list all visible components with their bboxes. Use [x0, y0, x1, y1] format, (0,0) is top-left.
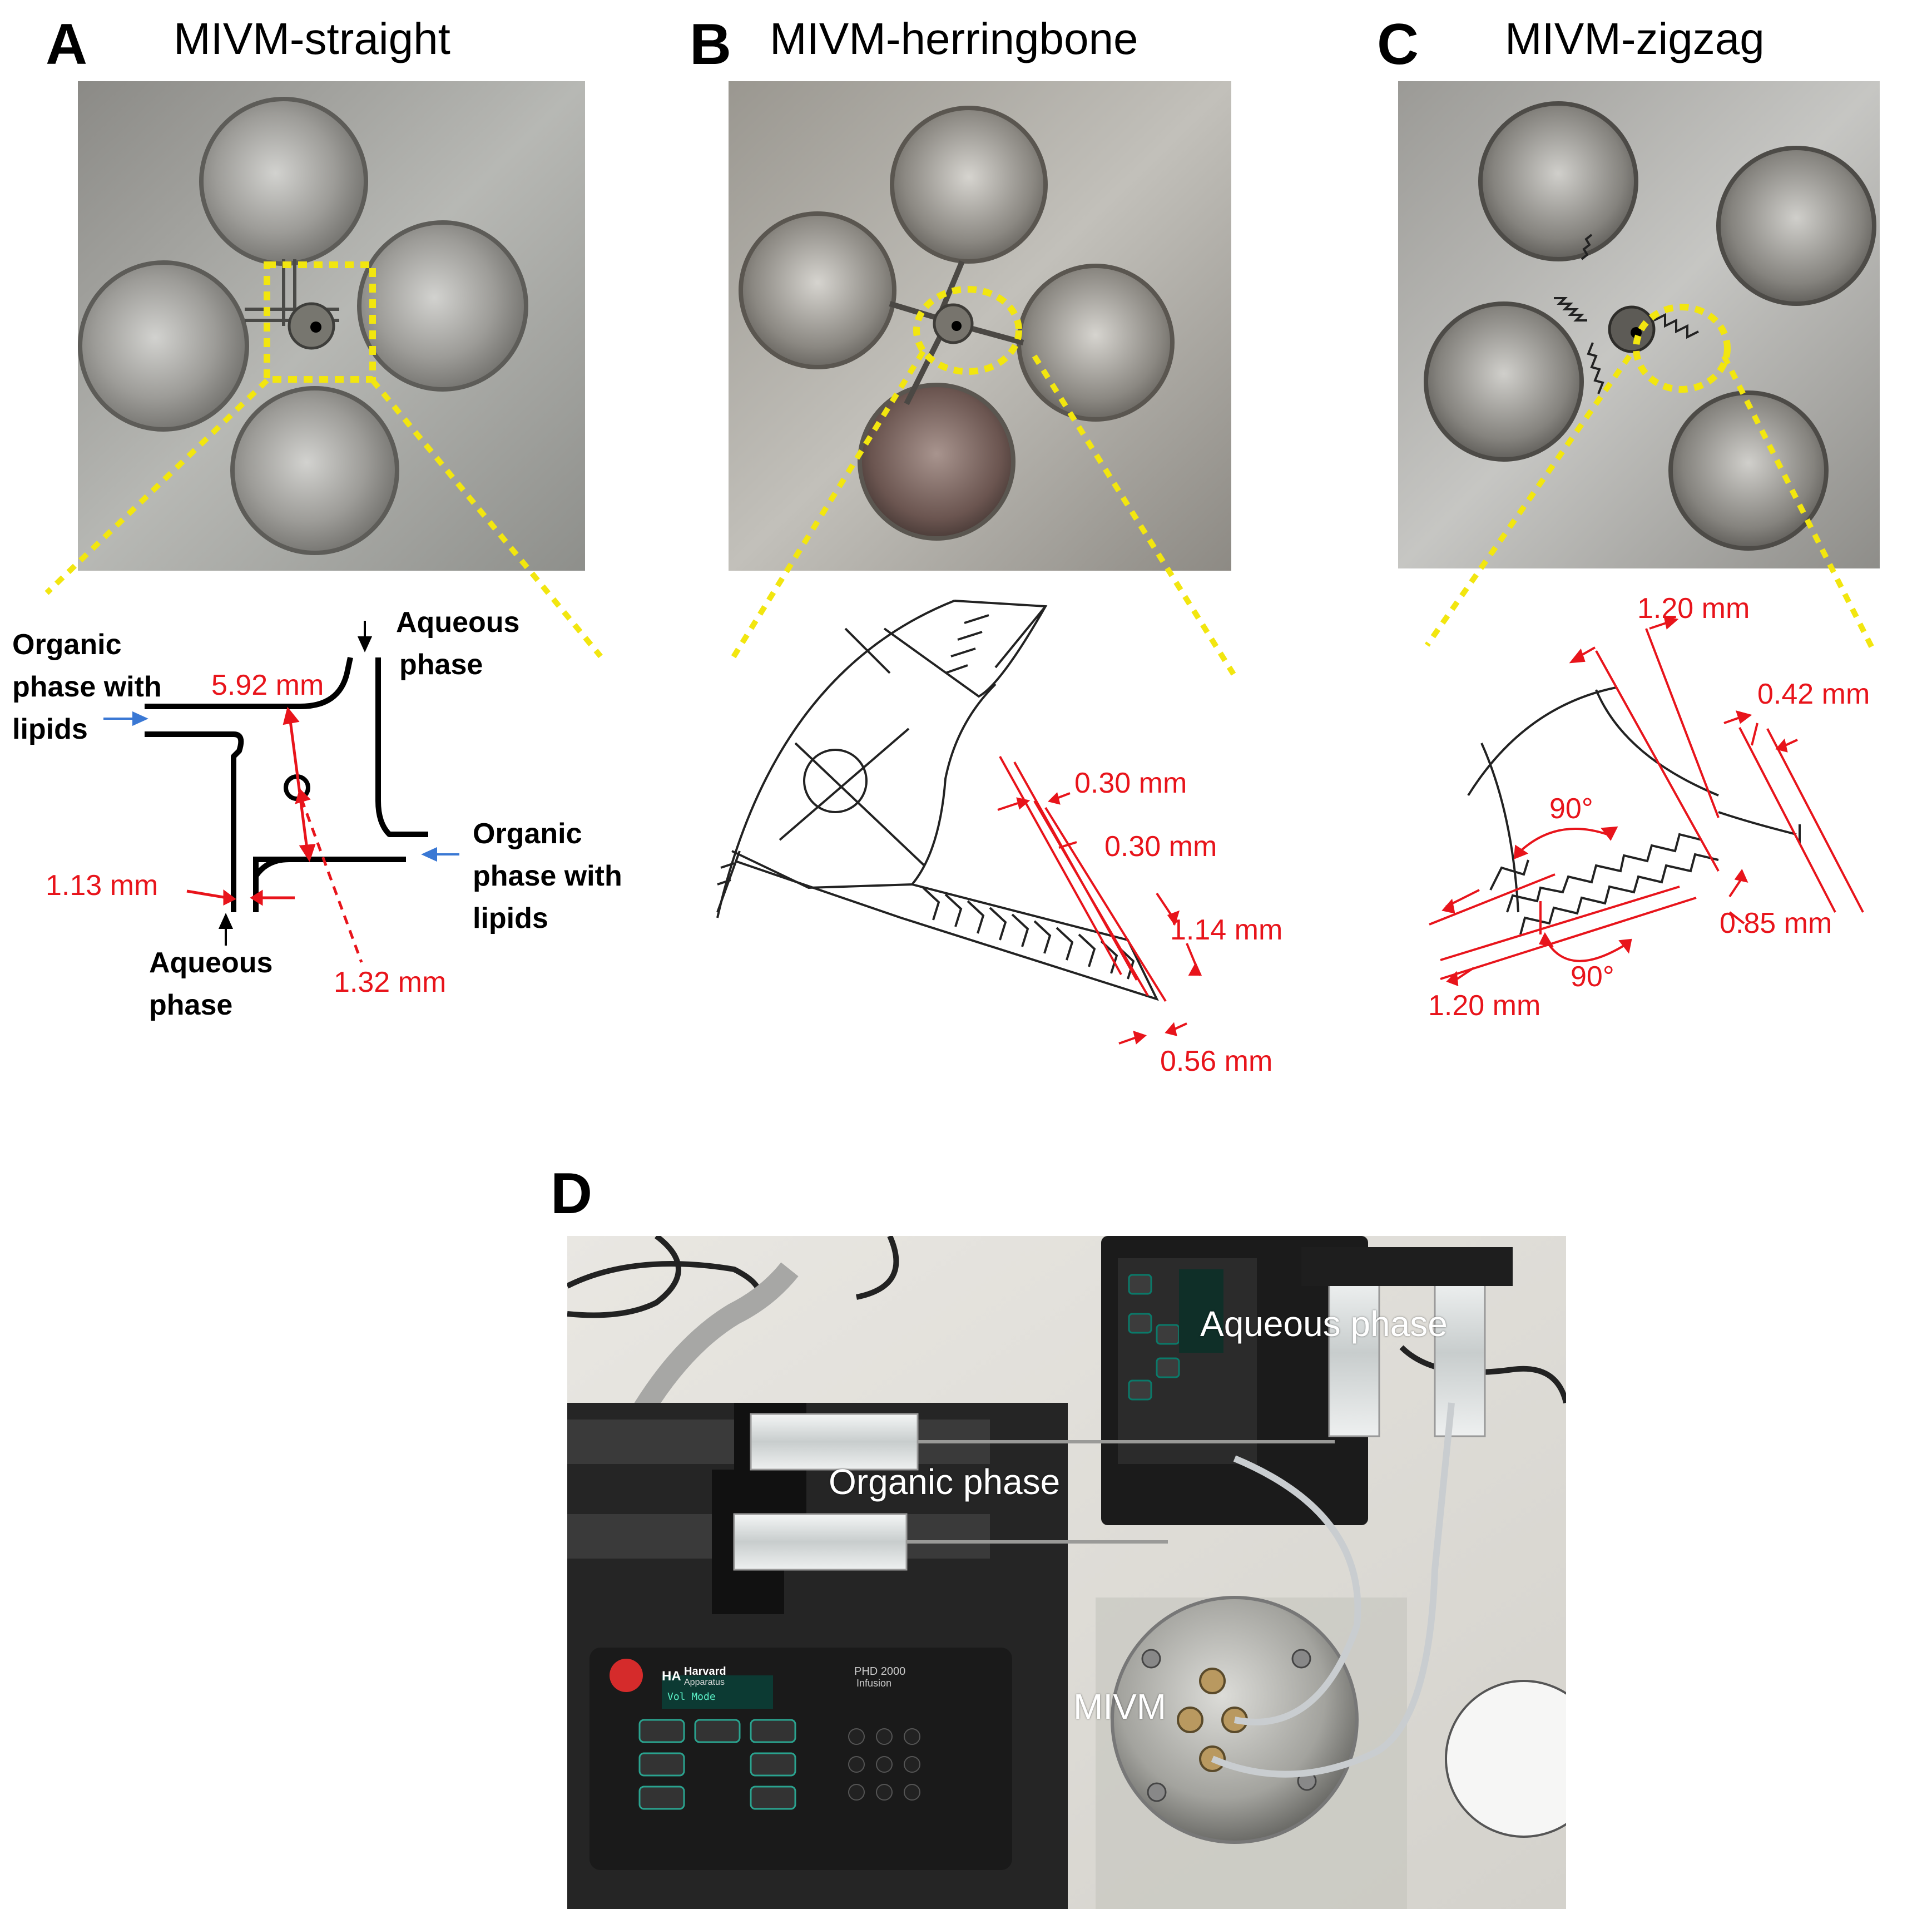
panel-letter-c: C — [1377, 12, 1419, 77]
label-aqueous-top-1: Aqueous — [396, 606, 520, 639]
label-organic-right-3: lipids — [473, 902, 548, 934]
label-organic-right-2: phase with — [473, 860, 622, 892]
panel-title-c: MIVM-zigzag — [1505, 14, 1765, 63]
photo-mivm-zigzag — [1398, 81, 1880, 568]
photo-mivm-herringbone — [729, 81, 1231, 571]
pump-model: PHD 2000 — [854, 1665, 906, 1678]
panel-letter-b: B — [690, 12, 732, 77]
label-organic-phase: Organic phase — [829, 1462, 1061, 1502]
pump-sub: Apparatus — [684, 1678, 725, 1687]
dim-c-bottom-left: 1.20 mm — [1428, 990, 1541, 1022]
pump-mode: Infusion — [856, 1678, 892, 1689]
photo-mivm-straight — [78, 81, 585, 571]
label-mivm: MIVM — [1073, 1687, 1167, 1727]
dim-c-top: 1.20 mm — [1637, 592, 1750, 625]
dim-b-3: 1.14 mm — [1170, 914, 1283, 946]
dim-c-right-top: 0.42 mm — [1757, 678, 1870, 710]
label-organic-left-3: lipids — [12, 713, 88, 745]
pump-logo: HA — [662, 1669, 681, 1684]
panel-letter-d: D — [551, 1161, 593, 1226]
label-organic-left-2: phase with — [12, 671, 162, 703]
label-organic-right-1: Organic — [473, 818, 582, 850]
label-aqueous-bottom-1: Aqueous — [149, 947, 273, 979]
label-aqueous-phase: Aqueous phase — [1200, 1304, 1448, 1344]
angle-c-upper: 90° — [1549, 793, 1593, 825]
pump-brand: Harvard — [684, 1665, 726, 1678]
dim-c-right: 0.85 mm — [1720, 907, 1832, 939]
dim-b-4: 0.56 mm — [1160, 1045, 1273, 1077]
dim-a-hole: 1.32 mm — [334, 966, 447, 998]
photo-setup — [567, 1236, 1566, 1909]
label-organic-left-1: Organic — [12, 629, 122, 661]
pump-display: Vol Mode — [667, 1691, 716, 1703]
panel-title-a: MIVM-straight — [174, 14, 450, 63]
panel-letter-a: A — [46, 12, 88, 77]
dim-b-2: 0.30 mm — [1104, 830, 1217, 863]
dim-a-height: 5.92 mm — [211, 669, 324, 701]
dim-a-width: 1.13 mm — [46, 869, 158, 902]
panel-title-b: MIVM-herringbone — [770, 14, 1138, 63]
dim-b-1: 0.30 mm — [1074, 767, 1187, 799]
label-aqueous-top-2: phase — [399, 649, 483, 681]
angle-c-lower: 90° — [1571, 961, 1614, 993]
label-aqueous-bottom-2: phase — [149, 989, 233, 1021]
